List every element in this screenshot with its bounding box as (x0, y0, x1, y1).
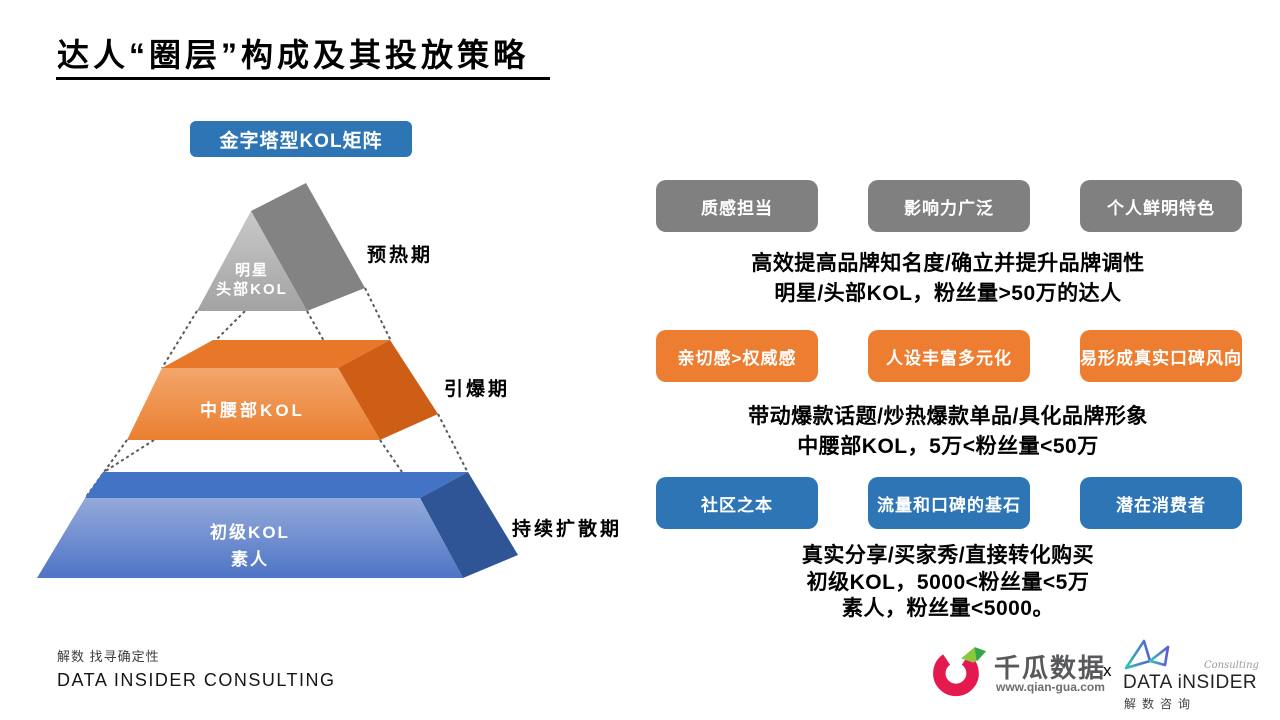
tier3-top-face (85, 472, 468, 498)
matrix-title-badge: 金字塔型KOL矩阵 (190, 121, 412, 157)
tier2-top-face (162, 340, 390, 368)
group3-desc-line3: 素人，粉丝量<5000。 (842, 597, 1054, 620)
group2-badge-3: 易形成真实口碑风向 (1080, 330, 1242, 382)
datainsider-consulting-label: Consulting (1204, 660, 1259, 671)
tier3-side-face (420, 472, 518, 578)
tier2-front-face (127, 368, 380, 440)
group1-badge-1: 质感担当 (656, 180, 818, 232)
footer-company-name: DATA INSIDER CONSULTING (57, 670, 336, 690)
stage-label-detonate: 引爆期 (444, 379, 511, 400)
qiangua-url: www.qian-gua.com (996, 680, 1105, 694)
stage-label-preheat: 预热期 (367, 245, 434, 266)
group1-desc-line2: 明星/头部KOL，粉丝量>50万的达人 (774, 282, 1122, 305)
group2-badge-1: 亲切感>权威感 (656, 330, 818, 382)
group1-badge-3: 个人鲜明特色 (1080, 180, 1242, 232)
group3-badge-3: 潜在消费者 (1080, 477, 1242, 529)
datainsider-logo-name: DATA iNSIDER (1123, 672, 1258, 693)
group2-badge-2: 人设丰富多元化 (868, 330, 1030, 382)
tier2-label: 中腰部KOL (200, 401, 305, 420)
datainsider-cn-label: 解数咨询 (1124, 697, 1197, 711)
tier3-label: 初级KOL 素人 (210, 523, 290, 569)
pyramid-dashed-edges (85, 287, 468, 498)
tier1-side-face (251, 183, 365, 311)
group3-badge-2: 流量和口碑的基石 (868, 477, 1030, 529)
group3-desc-line1: 真实分享/买家秀/直接转化购买 (801, 544, 1095, 567)
qiangua-logo-icon (933, 647, 987, 697)
footer-tagline: 解数 找寻确定性 (57, 649, 160, 664)
group3-desc-line2: 初级KOL，5000<粉丝量<5万 (806, 571, 1090, 594)
tier1-front-face (197, 211, 307, 311)
group3-badge-row: 社区之本 流量和口碑的基石 潜在消费者 (656, 477, 1242, 529)
group2-badge-row: 亲切感>权威感 人设丰富多元化 易形成真实口碑风向 (656, 330, 1242, 382)
page-title: 达人“圈层”构成及其投放策略 (57, 37, 530, 73)
kol-pyramid-diagram (37, 183, 518, 578)
tier2-side-face (338, 340, 438, 440)
stage-label-diffusion: 持续扩散期 (512, 519, 623, 540)
group1-desc-line1: 高效提高品牌知名度/确立并提升品牌调性 (751, 252, 1145, 275)
tier1-label: 明星 头部KOL (216, 262, 288, 298)
group2-desc-line2: 中腰部KOL，5万<粉丝量<50万 (797, 435, 1099, 458)
tier3-front-face (37, 498, 463, 578)
group1-badge-row: 质感担当 影响力广泛 个人鲜明特色 (656, 180, 1242, 232)
qiangua-logo-name: 千瓜数据 (994, 653, 1107, 683)
logo-separator-x: x (1103, 661, 1112, 680)
group1-badge-2: 影响力广泛 (868, 180, 1030, 232)
group3-badge-1: 社区之本 (656, 477, 818, 529)
group2-desc-line1: 带动爆款话题/炒热爆款单品/具化品牌形象 (748, 405, 1148, 428)
title-underline (56, 77, 550, 80)
datainsider-logo-icon (1124, 639, 1170, 670)
